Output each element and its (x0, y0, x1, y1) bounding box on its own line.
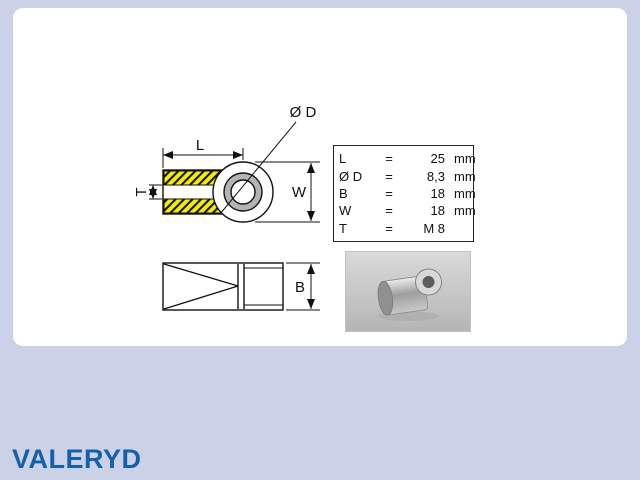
label-length: L (196, 137, 204, 154)
spec-row-D: Ø D = 8,3 mm (337, 168, 476, 184)
spec-param: L (339, 151, 347, 167)
label-thread: T (133, 187, 150, 196)
spec-param: B (339, 185, 348, 201)
spec-table: L = 25 mm Ø D = 8,3 mm B = 18 mm W = 18 … (333, 145, 476, 242)
product-photo (345, 251, 471, 332)
product-photo-part (377, 268, 443, 321)
top-view-drawing (162, 161, 274, 223)
part-end (377, 280, 394, 316)
spec-param: W (339, 203, 352, 219)
profile-outline (162, 262, 284, 311)
spec-equals: = (385, 203, 393, 219)
spec-value: 18 (430, 185, 445, 201)
valeryd-logo: VALERYD (12, 444, 142, 474)
dimension-lines-side (286, 262, 320, 311)
spec-equals: = (385, 168, 393, 184)
spec-value: 18 (430, 203, 445, 219)
spec-unit: mm (454, 185, 476, 201)
spec-equals: = (385, 220, 393, 236)
spec-value: 8,3 (426, 168, 445, 184)
spec-unit: mm (454, 151, 476, 167)
part-eye-hole (422, 276, 435, 289)
white-content-panel (13, 8, 627, 346)
spec-equals: = (385, 185, 393, 201)
dimension-lines-top (149, 121, 320, 223)
label-width: W (292, 184, 307, 201)
label-thickness: B (295, 279, 305, 296)
chamfer-line-bottom (163, 285, 239, 310)
spec-row-T: T = M 8 (337, 222, 470, 235)
chamfer-line-top (163, 263, 239, 287)
spec-row-W: W = 18 mm (337, 203, 476, 219)
spec-row-L: L = 25 mm (337, 151, 476, 167)
spec-value: 25 (430, 151, 445, 167)
side-view-drawing (162, 262, 284, 311)
spec-unit: mm (454, 203, 476, 219)
spec-param: T (339, 220, 347, 236)
label-diameter: Ø D (290, 104, 317, 121)
spec-row-B: B = 18 mm (337, 185, 476, 201)
spec-value: M 8 (423, 220, 445, 236)
eyelet-hole-circle (230, 179, 256, 205)
spec-unit: mm (454, 168, 476, 184)
spec-equals: = (385, 151, 393, 167)
spec-param: Ø D (339, 168, 363, 184)
